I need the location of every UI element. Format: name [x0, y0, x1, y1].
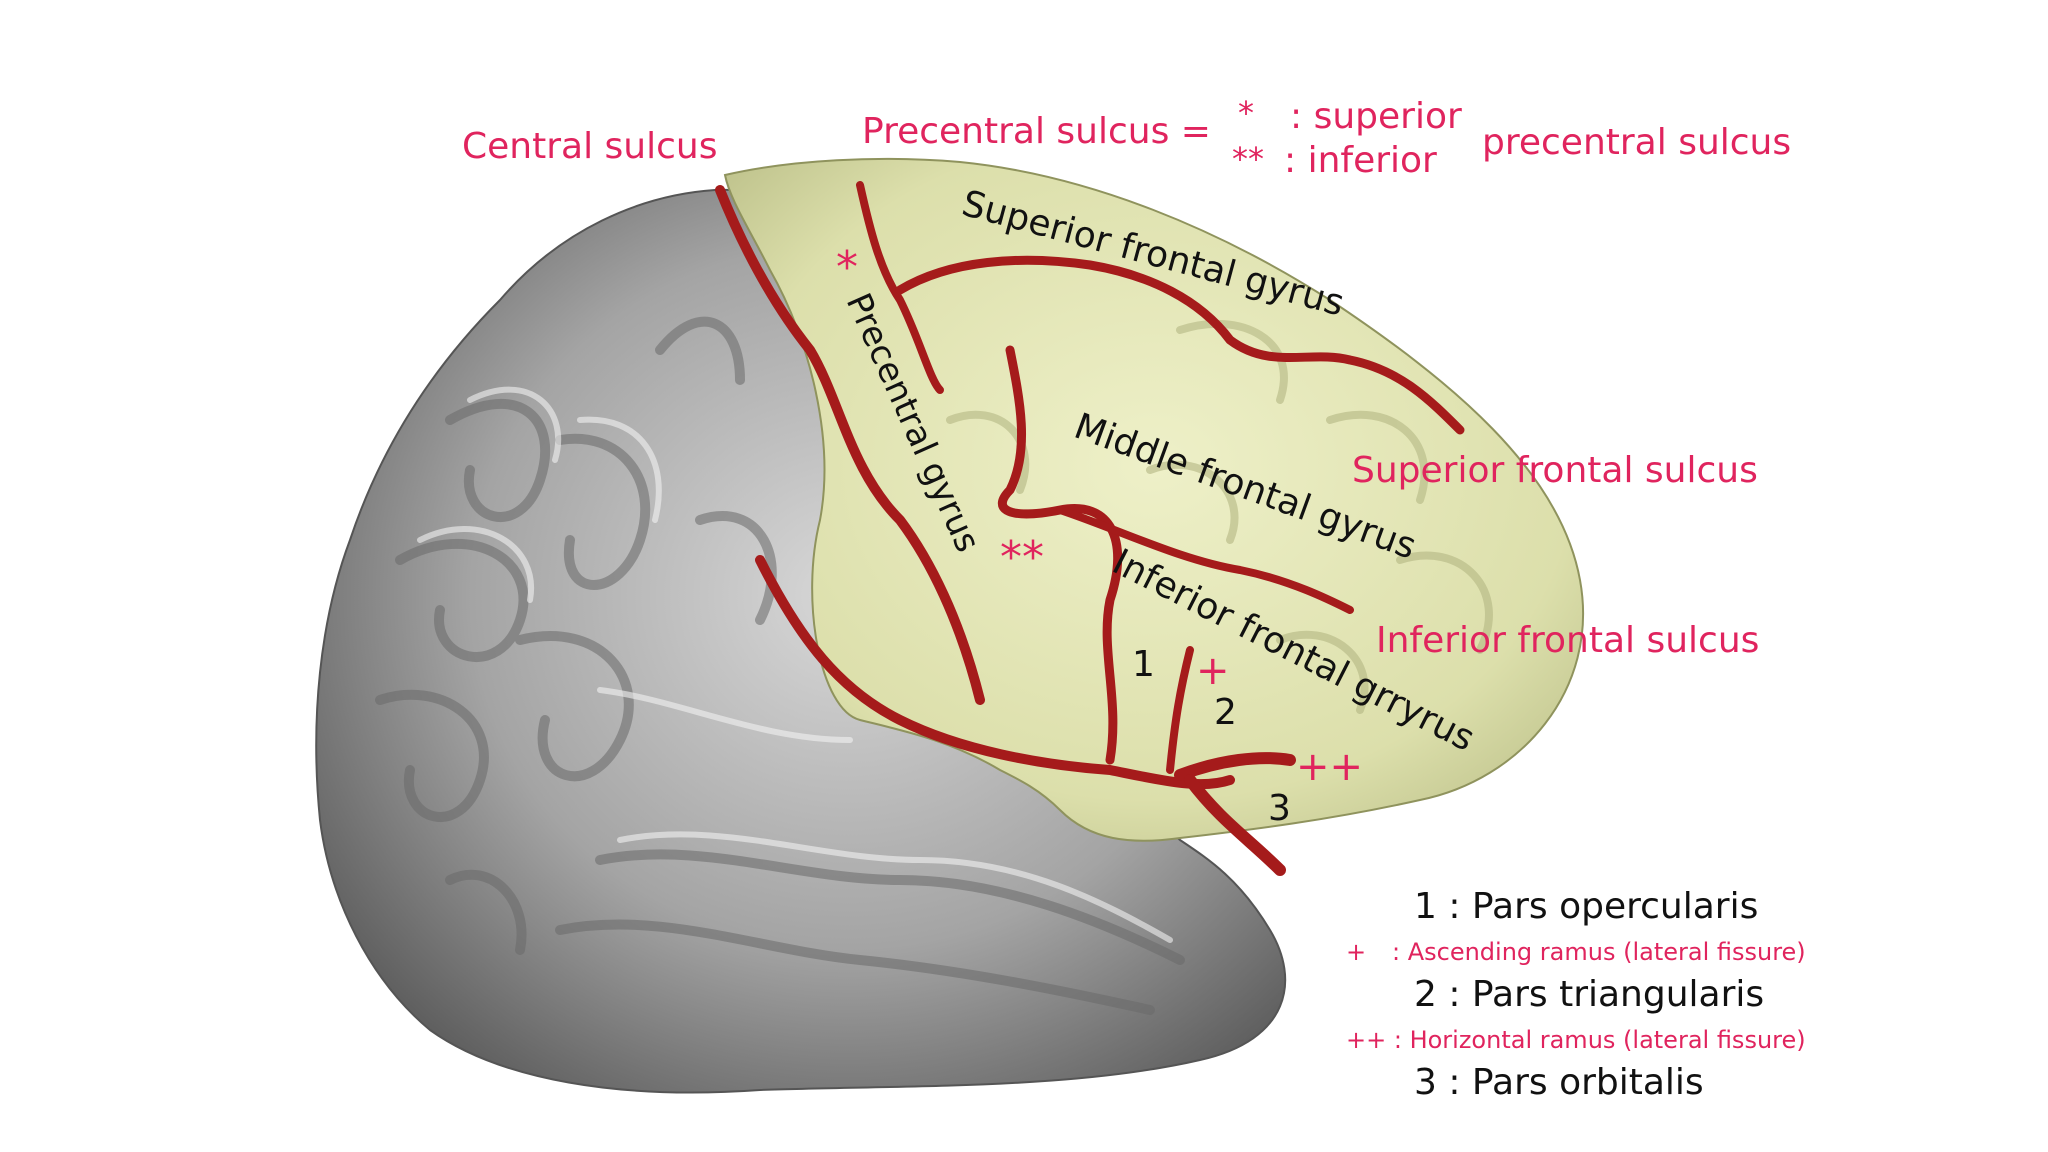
ascending-ramus-marker: +	[1196, 648, 1230, 694]
inferior-frontal-sulcus-line	[1056, 506, 1354, 614]
inferior-precentral-marker: **	[1000, 532, 1044, 583]
inferior-marker: **	[1232, 140, 1264, 178]
ascending-ramus-line	[1166, 646, 1194, 774]
legend-plus-marker: +	[1346, 938, 1366, 966]
horizontal-ramus-marker: ++	[1296, 744, 1363, 790]
orbital-edge-line	[1184, 774, 1286, 876]
legend-item-3: 3 : Pars orbitalis	[1414, 1062, 1704, 1103]
superior-frontal-sulcus-label: Superior frontal sulcus	[1352, 450, 1758, 491]
superior-frontal-sulcus-line	[895, 255, 1465, 435]
brain-gray-lobes	[315, 188, 1287, 1094]
legend: 1 : Pars opercularis + : Ascending ramus…	[1346, 886, 1806, 1103]
pars-orbitalis-number: 3	[1268, 788, 1291, 829]
lateral-fissure-line	[755, 555, 1235, 790]
pars-opercularis-number: 1	[1132, 644, 1155, 685]
inferior-frontal-sulcus-label: Inferior frontal sulcus	[1376, 620, 1759, 661]
precentral-sulcus-tail-label: precentral sulcus	[1482, 122, 1791, 163]
pars-triangularis-number: 2	[1214, 692, 1237, 733]
superior-marker: *	[1238, 94, 1254, 132]
inferior-precentral-label: : inferior	[1284, 140, 1437, 181]
legend-item-2: 2 : Pars triangularis	[1414, 974, 1764, 1015]
legend-ascending-ramus: : Ascending ramus (lateral fissure)	[1392, 938, 1806, 966]
superior-precentral-marker: *	[836, 242, 858, 293]
precentral-sulcus-superior-line	[856, 181, 944, 394]
central-sulcus-label: Central sulcus	[462, 126, 717, 167]
superior-precentral-label: : superior	[1290, 96, 1462, 137]
central-sulcus-line	[715, 185, 985, 705]
sulci	[715, 181, 1465, 876]
frontal-lobe	[723, 157, 1585, 842]
legend-horizontal-ramus: ++ : Horizontal ramus (lateral fissure)	[1346, 1026, 1806, 1054]
legend-item-1: 1 : Pars opercularis	[1414, 886, 1758, 927]
precentral-sulcus-label: Precentral sulcus =	[862, 111, 1211, 152]
horizontal-ramus-line	[1174, 752, 1296, 781]
